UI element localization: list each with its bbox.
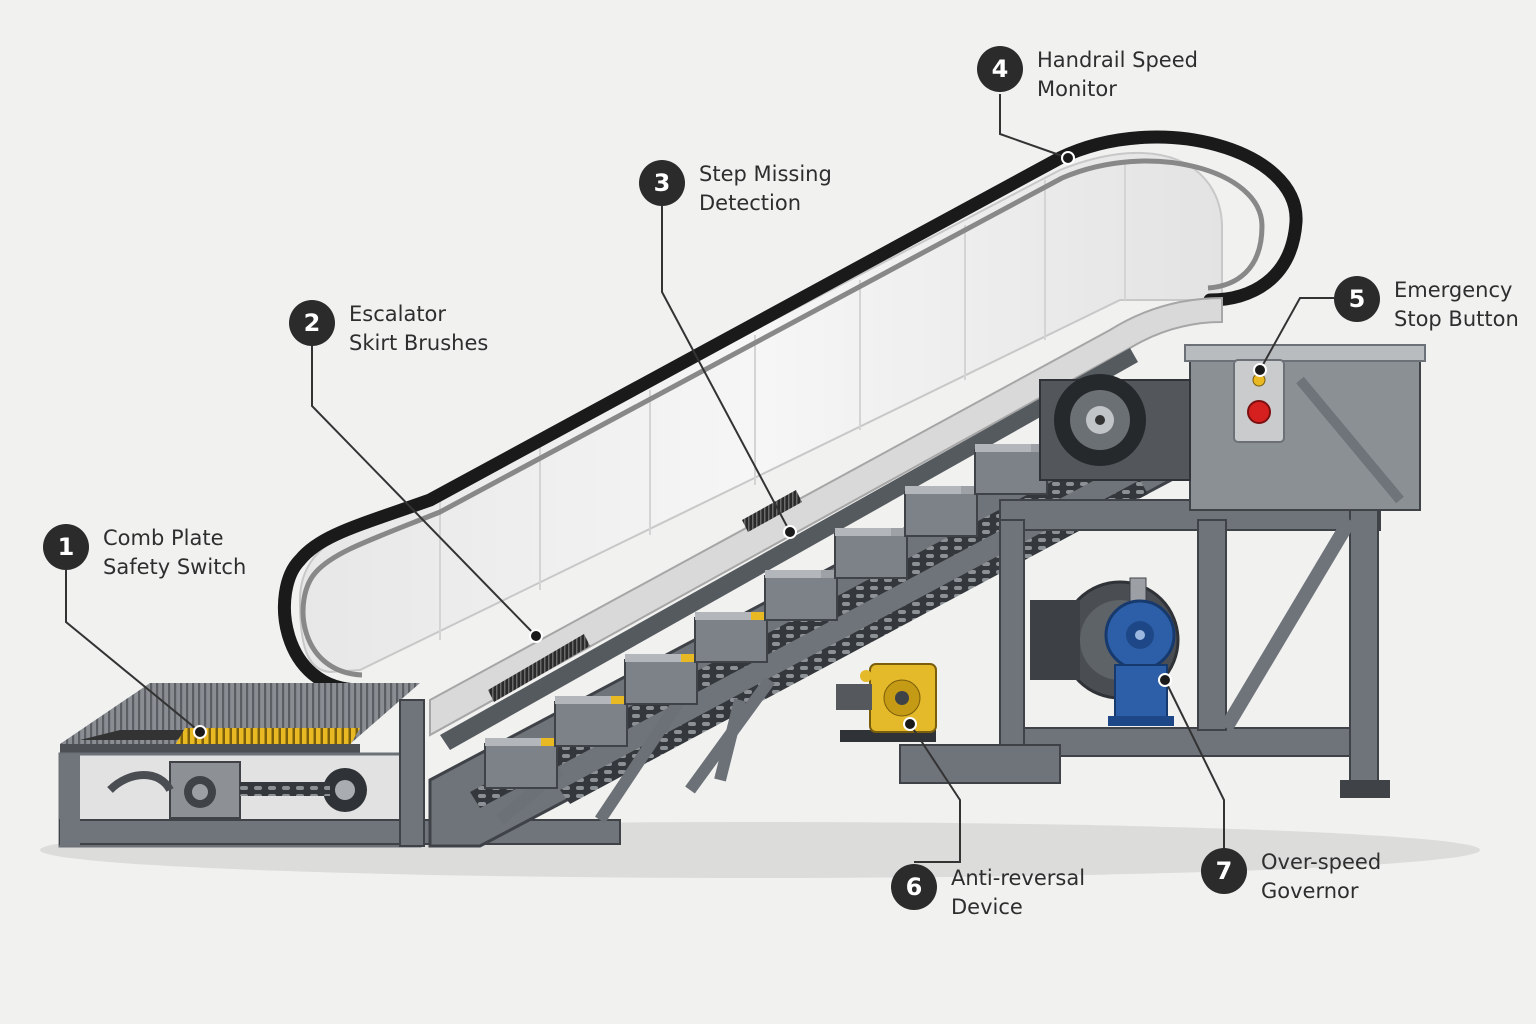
callout-number-badge: 1 — [43, 524, 89, 570]
escalator-step — [624, 654, 698, 705]
skirt-brush-upper — [742, 490, 802, 532]
callout-label-line: Anti-reversal — [951, 866, 1086, 890]
escalator-step — [694, 612, 768, 663]
callout-number-badge: 7 — [1201, 848, 1247, 894]
callout-label-line: Safety Switch — [103, 555, 247, 579]
callout-step-missing-detection: 3 Step Missing Detection — [639, 160, 832, 218]
callout-label: Handrail Speed Monitor — [1037, 46, 1198, 104]
emergency-stop-box — [1233, 359, 1285, 443]
escalator-step — [904, 486, 978, 537]
drive-sprocket — [1054, 374, 1146, 466]
callout-label-line: Device — [951, 895, 1023, 919]
callout-number-badge: 6 — [891, 864, 937, 910]
callout-anti-reversal-device: 6 Anti-reversal Device — [891, 864, 1085, 922]
escalator-step — [554, 696, 628, 747]
anti-reversal-device — [836, 663, 937, 742]
callout-label: Anti-reversal Device — [951, 864, 1085, 922]
escalator-step — [974, 444, 1048, 495]
callout-label-line: Over-speed — [1261, 850, 1382, 874]
escalator-step — [484, 738, 558, 789]
callout-label: Emergency Stop Button — [1394, 276, 1519, 334]
callout-handrail-speed-monitor: 4 Handrail Speed Monitor — [977, 46, 1198, 104]
callout-number-badge: 3 — [639, 160, 685, 206]
over-speed-governor — [1104, 577, 1176, 726]
callout-number-badge: 4 — [977, 46, 1023, 92]
glass-panel-joints — [439, 160, 1126, 640]
landing-edge — [60, 744, 360, 754]
callout-label: Over-speed Governor — [1261, 848, 1381, 906]
callout-label: Escalator Skirt Brushes — [349, 300, 488, 358]
callout-over-speed-governor: 7 Over-speed Governor — [1201, 848, 1381, 906]
escalator-step — [764, 570, 838, 621]
callout-label-line: Skirt Brushes — [349, 331, 489, 355]
inner-decking — [429, 296, 1223, 737]
leader-lines — [65, 94, 1334, 863]
callout-label-line: Handrail Speed — [1037, 48, 1198, 72]
callout-label-line: Detection — [699, 191, 802, 215]
skirt-panel — [440, 348, 1138, 750]
callout-number-badge: 5 — [1334, 276, 1380, 322]
callout-number-badge: 2 — [289, 300, 335, 346]
callout-label-line: Step Missing — [699, 162, 832, 186]
callout-label: Step Missing Detection — [699, 160, 832, 218]
callout-escalator-skirt-brushes: 2 Escalator Skirt Brushes — [289, 300, 488, 358]
callout-emergency-stop-button: 5 Emergency Stop Button — [1334, 276, 1519, 334]
callout-comb-plate-safety-switch: 1 Comb Plate Safety Switch — [43, 524, 246, 582]
lower-truss — [58, 699, 621, 848]
escalator-step — [834, 528, 908, 579]
callout-label-line: Escalator — [349, 302, 447, 326]
callout-label-line: Monitor — [1037, 77, 1117, 101]
callout-label-line: Stop Button — [1394, 307, 1519, 331]
callout-label-line: Governor — [1261, 879, 1359, 903]
handrail-inner-guide — [300, 158, 1265, 678]
callout-label-line: Emergency — [1394, 278, 1513, 302]
callout-label-line: Comb Plate — [103, 526, 224, 550]
leader-endpoints — [193, 151, 1267, 739]
escalator-steps — [484, 444, 1048, 789]
skirt-brush-lower — [488, 634, 590, 702]
callout-label: Comb Plate Safety Switch — [103, 524, 246, 582]
comb-plate-dark — [80, 730, 206, 740]
